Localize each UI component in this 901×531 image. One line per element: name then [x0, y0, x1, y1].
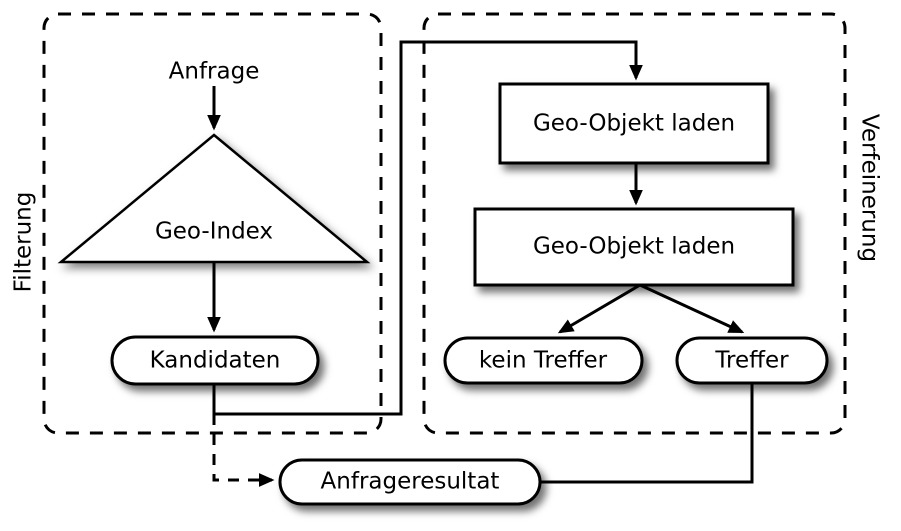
node-anfrageresultat-label: Anfrageresultat — [321, 469, 500, 495]
node-anfrage: Anfrage — [169, 59, 260, 85]
node-kandidaten[interactable]: Kandidaten — [110, 335, 320, 386]
edge-kandidaten-to-geoobjekt1 — [212, 40, 643, 416]
node-geo-objekt-laden-1-label: Geo-Objekt laden — [533, 111, 735, 137]
node-kein-treffer-shape[interactable] — [443, 336, 644, 385]
edge-treffer-to-anfrageresultat — [540, 382, 754, 484]
node-anfrage-label: Anfrage — [169, 59, 260, 85]
node-kein-treffer-label: kein Treffer — [479, 348, 608, 374]
node-geo-objekt-laden-2-shape[interactable] — [473, 207, 795, 287]
edge-geoobjekt2-to-kein-treffer — [557, 283, 641, 334]
group-verfeinerung-label: Verfeinerung — [857, 114, 883, 262]
group-verfeinerung: Verfeinerung — [422, 12, 883, 435]
node-treffer-shape[interactable] — [675, 336, 829, 385]
node-geo-objekt-laden-1-shape[interactable] — [498, 82, 770, 165]
group-filterung: Filterung — [11, 12, 383, 435]
node-geo-index-label: Geo-Index — [155, 219, 273, 245]
node-treffer-label: Treffer — [714, 348, 789, 374]
node-geo-index-shape[interactable] — [57, 133, 371, 264]
node-kandidaten-shape[interactable] — [110, 335, 320, 386]
node-geo-index[interactable]: Geo-Index — [57, 133, 371, 264]
edge-kandidaten-to-anfrageresultat — [212, 414, 275, 487]
node-geo-objekt-laden-1[interactable]: Geo-Objekt laden — [498, 82, 770, 165]
node-geo-objekt-laden-2[interactable]: Geo-Objekt laden — [473, 207, 795, 287]
edge-geoobjekt2-to-treffer — [639, 283, 745, 334]
node-kandidaten-label: Kandidaten — [150, 348, 281, 374]
group-filterung-label: Filterung — [11, 192, 37, 293]
node-treffer[interactable]: Treffer — [675, 336, 829, 385]
group-filterung-border — [42, 12, 383, 435]
group-verfeinerung-border — [422, 12, 847, 435]
node-anfrageresultat-shape[interactable] — [278, 458, 542, 506]
node-geo-objekt-laden-2-label: Geo-Objekt laden — [533, 234, 735, 260]
node-kein-treffer[interactable]: kein Treffer — [443, 336, 644, 385]
node-anfrageresultat[interactable]: Anfrageresultat — [278, 458, 542, 506]
